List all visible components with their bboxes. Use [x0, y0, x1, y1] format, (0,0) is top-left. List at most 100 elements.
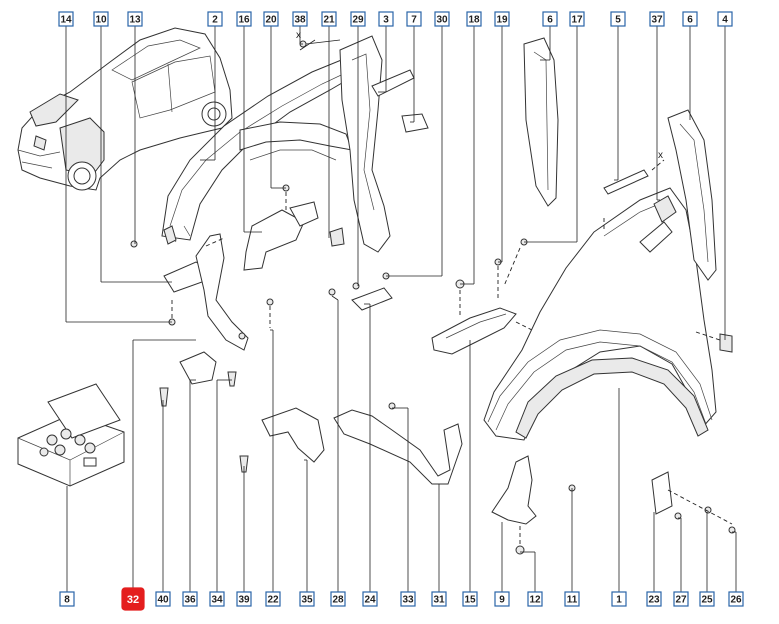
callout-30[interactable]: 30 [434, 11, 450, 27]
callout-box [527, 591, 543, 607]
callout-12[interactable]: 12 [527, 591, 543, 607]
callout-11[interactable]: 11 [564, 591, 580, 607]
callout-6[interactable]: 6 [682, 11, 698, 27]
clip-bracket [651, 471, 736, 534]
callout-2[interactable]: 2 [207, 11, 223, 27]
callout-box [649, 11, 665, 27]
callout-label: 18 [468, 15, 480, 26]
callout-38[interactable]: 38 [292, 11, 308, 27]
callout-label: 33 [402, 595, 414, 606]
callout-28[interactable]: 28 [330, 591, 346, 607]
callout-40[interactable]: 40 [155, 591, 171, 607]
callout-label: 20 [265, 15, 277, 26]
callout-label: 40 [157, 595, 169, 606]
callout-6[interactable]: 6 [542, 11, 558, 27]
callout-box [682, 11, 698, 27]
callout-35[interactable]: 35 [299, 591, 315, 607]
callout-39[interactable]: 39 [236, 591, 252, 607]
callout-8[interactable]: 8 [59, 591, 75, 607]
callout-37[interactable]: 37 [649, 11, 665, 27]
callout-box [265, 591, 281, 607]
callout-7[interactable]: 7 [406, 11, 422, 27]
callout-17[interactable]: 17 [569, 11, 585, 27]
callout-box [378, 11, 394, 27]
callout-19[interactable]: 19 [494, 11, 510, 27]
callout-26[interactable]: 26 [728, 591, 744, 607]
callout-label: 30 [436, 15, 448, 26]
callout-box [400, 591, 416, 607]
callout-18[interactable]: 18 [466, 11, 482, 27]
callout-label: 12 [529, 595, 541, 606]
fender-support-bracket [299, 35, 429, 253]
callout-36[interactable]: 36 [182, 591, 198, 607]
callout-box [182, 591, 198, 607]
callout-box [330, 591, 346, 607]
callout-label: 37 [651, 15, 663, 26]
callout-24[interactable]: 24 [362, 591, 378, 607]
leader-line [331, 295, 339, 301]
callout-label: 17 [571, 15, 583, 26]
callout-1[interactable]: 1 [611, 591, 627, 607]
callout-label: 39 [238, 595, 250, 606]
callout-label: 10 [95, 15, 107, 26]
callout-box [673, 591, 689, 607]
callout-13[interactable]: 13 [127, 11, 143, 27]
callout-22[interactable]: 22 [265, 591, 281, 607]
callout-3[interactable]: 3 [378, 11, 394, 27]
callout-label: 22 [267, 595, 279, 606]
callout-32[interactable]: 32 [121, 587, 145, 611]
callout-label: 23 [648, 595, 660, 606]
callout-label: 34 [211, 595, 223, 606]
wheel-arch-moulding [515, 357, 709, 439]
callout-15[interactable]: 15 [462, 591, 478, 607]
callout-box [127, 11, 143, 27]
callout-33[interactable]: 33 [400, 591, 416, 607]
callout-box [209, 591, 225, 607]
callout-34[interactable]: 34 [209, 591, 225, 607]
callout-label: 15 [464, 595, 476, 606]
callout-4[interactable]: 4 [717, 11, 733, 27]
callout-label: 28 [332, 595, 344, 606]
callout-box [462, 591, 478, 607]
callout-label: 25 [701, 595, 713, 606]
callout-20[interactable]: 20 [263, 11, 279, 27]
callout-box [236, 11, 252, 27]
x-mark: x [296, 30, 301, 41]
callout-label: 35 [301, 595, 313, 606]
callout-9[interactable]: 9 [494, 591, 510, 607]
callout-box [406, 11, 422, 27]
callout-31[interactable]: 31 [431, 591, 447, 607]
callout-box [207, 11, 223, 27]
callout-label: 31 [433, 595, 445, 606]
callout-box [93, 11, 109, 27]
callout-27[interactable]: 27 [673, 591, 689, 607]
callout-box [569, 11, 585, 27]
callout-21[interactable]: 21 [321, 11, 337, 27]
upper-brackets [243, 184, 319, 271]
callout-label: 9 [499, 595, 505, 606]
callout-box [434, 11, 450, 27]
callout-box [611, 591, 627, 607]
callout-label: 11 [567, 595, 578, 606]
callout-10[interactable]: 10 [93, 11, 109, 27]
callout-label: 5 [615, 15, 621, 26]
car-thumbnail [17, 27, 233, 191]
callout-29[interactable]: 29 [350, 11, 366, 27]
callout-label: 4 [722, 15, 728, 26]
center-mounting-plate [431, 238, 537, 355]
callout-label: 36 [184, 595, 196, 606]
callout-23[interactable]: 23 [646, 591, 662, 607]
callout-14[interactable]: 14 [58, 11, 74, 27]
lower-front-bracket [491, 455, 576, 555]
callout-25[interactable]: 25 [699, 591, 715, 607]
callout-5[interactable]: 5 [610, 11, 626, 27]
callout-label: 27 [675, 595, 687, 606]
callout-label: 19 [496, 15, 508, 26]
callout-box [466, 11, 482, 27]
callout-box [494, 11, 510, 27]
callout-label: 8 [64, 595, 70, 606]
callout-16[interactable]: 16 [236, 11, 252, 27]
